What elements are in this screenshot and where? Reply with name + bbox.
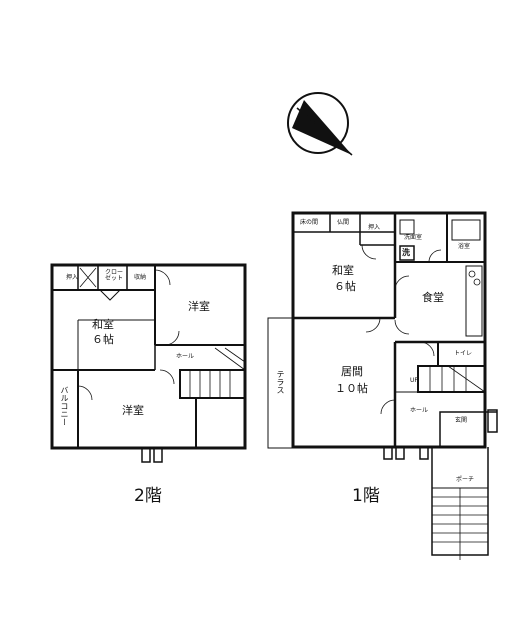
2f-shuno-label: 収納 — [134, 274, 147, 281]
1f-butsuma-label: 仏間 — [337, 219, 350, 226]
2f-closet-label: クロー ゼット — [99, 270, 129, 282]
1f-sen-label: 洗 — [402, 248, 410, 257]
north-arrow-icon — [287, 92, 353, 156]
1f-terrace-label: テラス — [276, 370, 285, 394]
2f-closet-label-line2: ゼット — [104, 275, 123, 282]
2f-washitsu-size-label: ６帖 — [92, 333, 114, 346]
2f-youshitsu-lower-label: 洋室 — [122, 404, 144, 417]
1f-porch-label: ポーチ — [456, 476, 475, 483]
1f-kyoma-name-label: 居間 — [341, 365, 363, 378]
1f-floor-title: 1階 — [352, 486, 380, 506]
1f-genkan-label: 玄関 — [455, 417, 468, 424]
2f-oshiire-label: 押入 — [66, 274, 79, 281]
2f-washitsu-name-label: 和室 — [92, 318, 114, 331]
1f-tokonoma-label: 床の間 — [300, 219, 319, 226]
second-floor-plan — [50, 263, 247, 463]
2f-balcony-label: バルコニー — [60, 386, 69, 426]
1f-kyoma-size-label: １０帖 — [335, 382, 368, 395]
2f-youshitsu-upper-label: 洋室 — [188, 300, 210, 313]
first-floor-plan — [267, 211, 498, 560]
2f-floor-title: 2階 — [134, 486, 162, 506]
1f-senmenjo-label: 洗面室 — [404, 234, 423, 241]
1f-oshiire-label: 押入 — [368, 224, 381, 231]
1f-hall-label: ホール — [410, 407, 429, 414]
1f-up-label: UP — [410, 377, 419, 384]
1f-washitsu-name-label: 和室 — [332, 264, 354, 277]
2f-hall-label: ホール — [176, 353, 195, 360]
1f-shokudo-label: 食堂 — [422, 291, 444, 304]
2f-closet-label-line1: クロー — [104, 269, 123, 276]
1f-yokushitsu-label: 浴室 — [458, 243, 471, 250]
1f-washitsu-size-label: ６帖 — [334, 280, 356, 293]
1f-toilet-label: トイレ — [454, 350, 473, 357]
